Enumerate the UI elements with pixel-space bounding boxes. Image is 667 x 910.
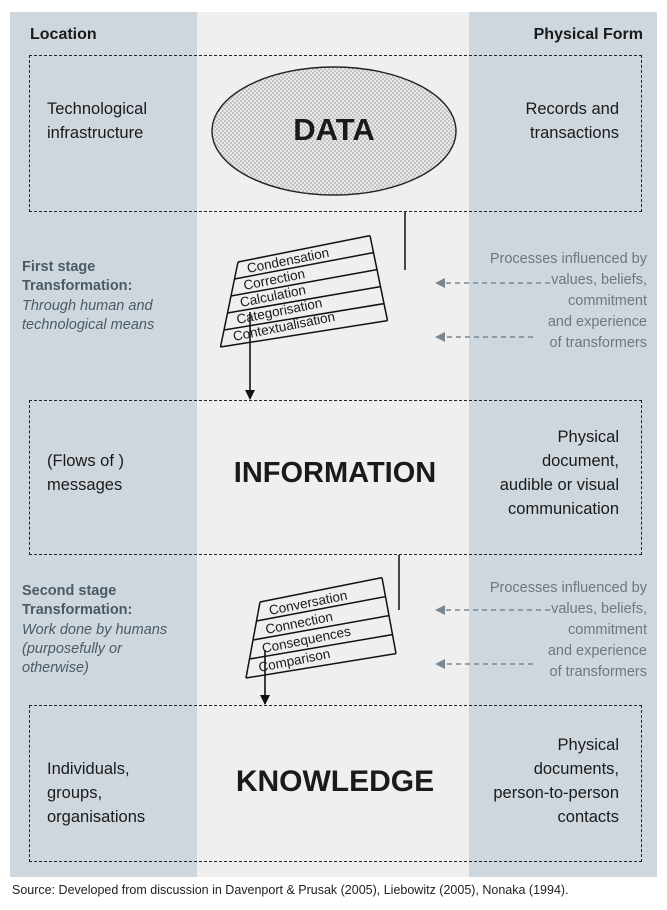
first-stage-board-rule	[220, 319, 388, 348]
first-stage-board-left-edge	[219, 261, 239, 348]
location-header: Location	[30, 26, 97, 43]
physical-form-header: Physical Form	[533, 26, 643, 43]
first-stage-board-right-edge	[369, 235, 389, 321]
knowledge-title: KNOWLEDGE	[235, 765, 435, 798]
information-level-box	[29, 400, 642, 555]
source-note: Source: Developed from discussion in Dav…	[12, 883, 569, 897]
data-ellipse	[211, 66, 457, 196]
second-stage-board-rule	[256, 595, 386, 622]
location-column	[10, 12, 197, 877]
first-stage-board-rule	[230, 268, 378, 297]
knowledge-location-text: Individuals,groups,organisations	[47, 760, 146, 826]
first-stage-board-rule	[223, 302, 385, 331]
second-stage-process-board: ConversationConnectionConsequencesCompar…	[245, 576, 397, 679]
physical-form-column	[469, 12, 657, 877]
first-stage-process-board: CondensationCorrectionCalculationCategor…	[219, 234, 389, 348]
second-stage-board-rule	[245, 652, 397, 679]
data-title: DATA	[293, 112, 375, 147]
information-title: INFORMATION	[233, 457, 437, 489]
knowledge-level-box	[29, 705, 642, 862]
second-stage-board-rule	[252, 614, 390, 641]
second-stage-board-rule	[249, 633, 393, 660]
data-level-box	[29, 55, 642, 212]
first-stage-board-rule	[237, 234, 371, 263]
second-stage-board-rule	[259, 576, 383, 603]
first-stage-board-rule	[234, 251, 374, 280]
first-stage-board-rule	[227, 285, 381, 314]
information-location-text: (Flows of )messages	[47, 452, 125, 494]
